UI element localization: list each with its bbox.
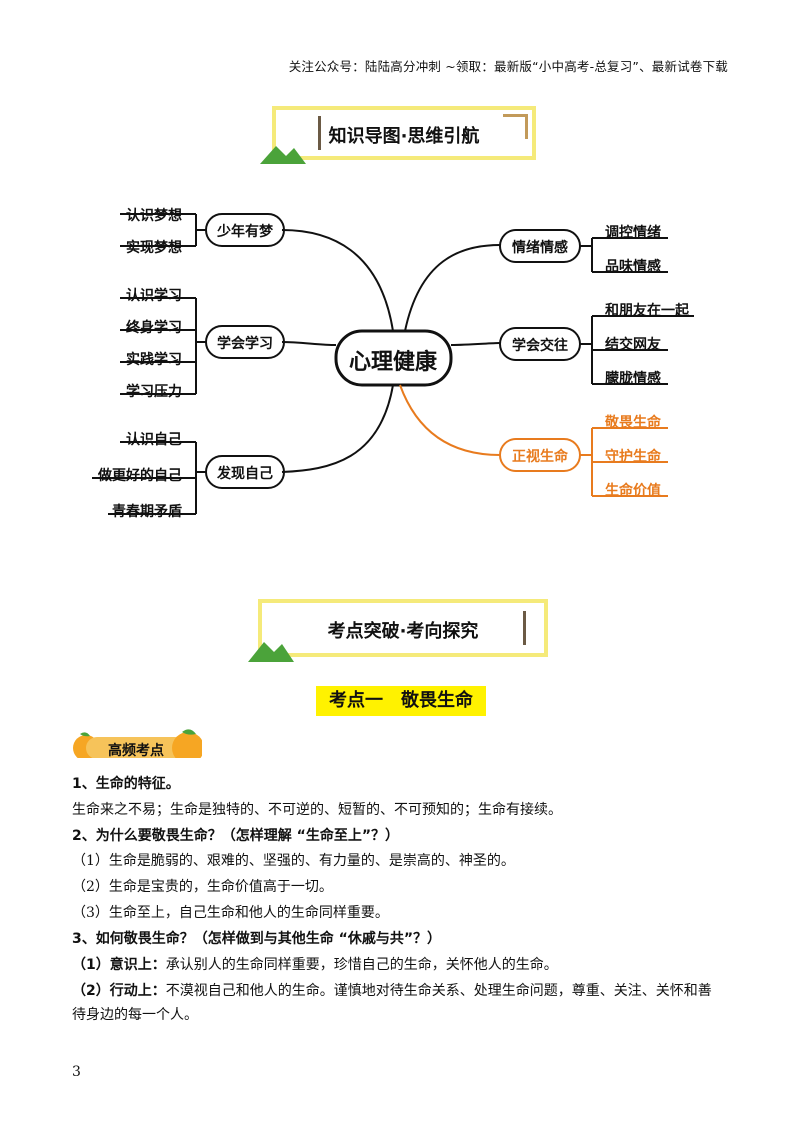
q3-b-text: 不漠视自己和他人的生命。谨慎地对待生命关系、处理生命问题，尊重、关注、关怀和善 [165, 983, 712, 999]
leaf: 结交网友 [605, 337, 661, 353]
q2-item: （1）生命是脆弱的、艰难的、坚强的、有力量的、是崇高的、神圣的。 [72, 853, 515, 869]
banner-accent-bar [523, 611, 526, 645]
mountain-icon [260, 146, 306, 164]
q2-title: 2、为什么要敬畏生命？（怎样理解 “生命至上”？） [72, 828, 400, 844]
mindmap-center: 心理健康 [349, 350, 438, 375]
exam-banner: 考点突破·考向探究 [258, 599, 548, 657]
leaf: 认识自己 [126, 432, 182, 448]
leaf: 认识学习 [126, 288, 182, 304]
node-dream: 少年有梦 [217, 224, 273, 240]
leaf: 终身学习 [126, 320, 182, 336]
node-life: 正视生命 [512, 449, 568, 465]
q1-title: 1、生命的特征。 [72, 776, 180, 792]
mountain-icon [248, 642, 294, 662]
tag-badge [73, 729, 202, 758]
node-learn: 学会学习 [217, 336, 273, 352]
leaf: 敬畏生命 [605, 415, 661, 431]
exam-banner-title: 考点突破·考向探究 [327, 621, 479, 642]
leaf: 生命价值 [605, 483, 661, 499]
q1-text: 生命来之不易；生命是独特的、不可逆的、短暂的、不可预知的；生命有接续。 [72, 802, 562, 818]
q3-a: （1）意识上：承认别人的生命同样重要，珍惜自己的生命，关怀他人的生命。 [72, 955, 558, 975]
banner-accent-bar [318, 116, 321, 150]
leaf: 做更好的自己 [98, 468, 182, 484]
leaf: 认识梦想 [126, 208, 182, 224]
leaf: 守护生命 [605, 449, 661, 465]
mindmap-lines [92, 213, 694, 515]
leaf: 青春期矛盾 [112, 504, 182, 520]
node-self: 发现自己 [217, 466, 273, 482]
q3-a-label: （1）意识上： [72, 957, 166, 973]
tag-label: 高频考点 [108, 743, 164, 759]
q3-title: 3、如何敬畏生命？（怎样做到与其他生命 “休戚与共”？） [72, 931, 442, 947]
leaf: 品味情感 [605, 259, 661, 275]
banner-corner-decoration [503, 114, 528, 139]
leaf: 学习压力 [126, 384, 182, 400]
q3-b-label: （2）行动上： [72, 983, 166, 999]
leaf: 实践学习 [126, 352, 182, 368]
mindmap-banner: 知识导图·思维引航 [272, 106, 536, 160]
node-emotion: 情绪情感 [512, 240, 568, 256]
page-number: 3 [72, 1064, 81, 1080]
leaf: 调控情绪 [605, 225, 661, 241]
q3-a-text: 承认别人的生命同样重要，珍惜自己的生命，关怀他人的生命。 [165, 957, 558, 973]
q2-item: （3）生命至上，自己生命和他人的生命同样重要。 [72, 905, 389, 921]
q2-item: （2）生命是宝贵的，生命价值高于一切。 [72, 879, 333, 895]
mindmap-banner-title: 知识导图·思维引航 [328, 126, 480, 147]
page-header: 关注公众号：陆陆高分冲刺 ~领取：最新版“小中高考-总复习”、最新试卷下载 [288, 59, 728, 74]
q3-b-cont: 待身边的每一个人。 [72, 1007, 198, 1023]
leaf: 朦胧情感 [605, 371, 661, 387]
leaf: 实现梦想 [126, 240, 182, 256]
leaf: 和朋友在一起 [605, 303, 689, 319]
section-title: 考点一 敬畏生命 [316, 686, 486, 716]
node-social: 学会交往 [512, 338, 568, 354]
q3-b: （2）行动上：不漠视自己和他人的生命。谨慎地对待生命关系、处理生命问题，尊重、关… [72, 981, 712, 1001]
